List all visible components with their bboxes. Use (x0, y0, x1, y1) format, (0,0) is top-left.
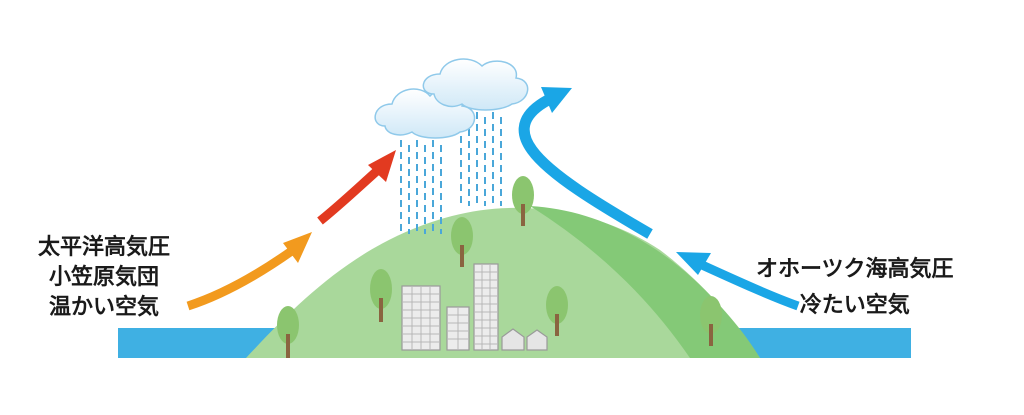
tree (700, 296, 722, 346)
tree (512, 176, 534, 226)
hill (246, 206, 760, 358)
tree (546, 286, 568, 336)
building-windows (402, 264, 498, 350)
ogasawara-air-mass-label: 小笠原気団 (49, 265, 160, 290)
cold-air-arrow-upper (518, 87, 653, 239)
building (473, 263, 499, 351)
house (526, 329, 548, 351)
pacific-high-label: 太平洋高気圧 (38, 235, 171, 260)
house (501, 328, 525, 351)
cold-air-arrow-lower (676, 252, 800, 311)
warm-air-label: 温かい空気 (49, 295, 160, 320)
cold-air-label: 冷たい空気 (799, 293, 910, 318)
okhotsk-high-label: オホーツク海高気圧 (756, 257, 954, 282)
tree (451, 217, 473, 267)
pacific-high-labels: 太平洋高気圧 小笠原気団 温かい空気 (38, 233, 170, 323)
trees (277, 176, 722, 358)
warm-air-arrow-lower (186, 232, 312, 311)
tree (277, 306, 299, 358)
sea (118, 328, 911, 358)
tree (370, 269, 392, 322)
warm-air-arrow-upper (317, 150, 396, 225)
cloud-right (422, 58, 529, 111)
okhotsk-high-labels: オホーツク海高気圧 冷たい空気 (756, 255, 954, 321)
